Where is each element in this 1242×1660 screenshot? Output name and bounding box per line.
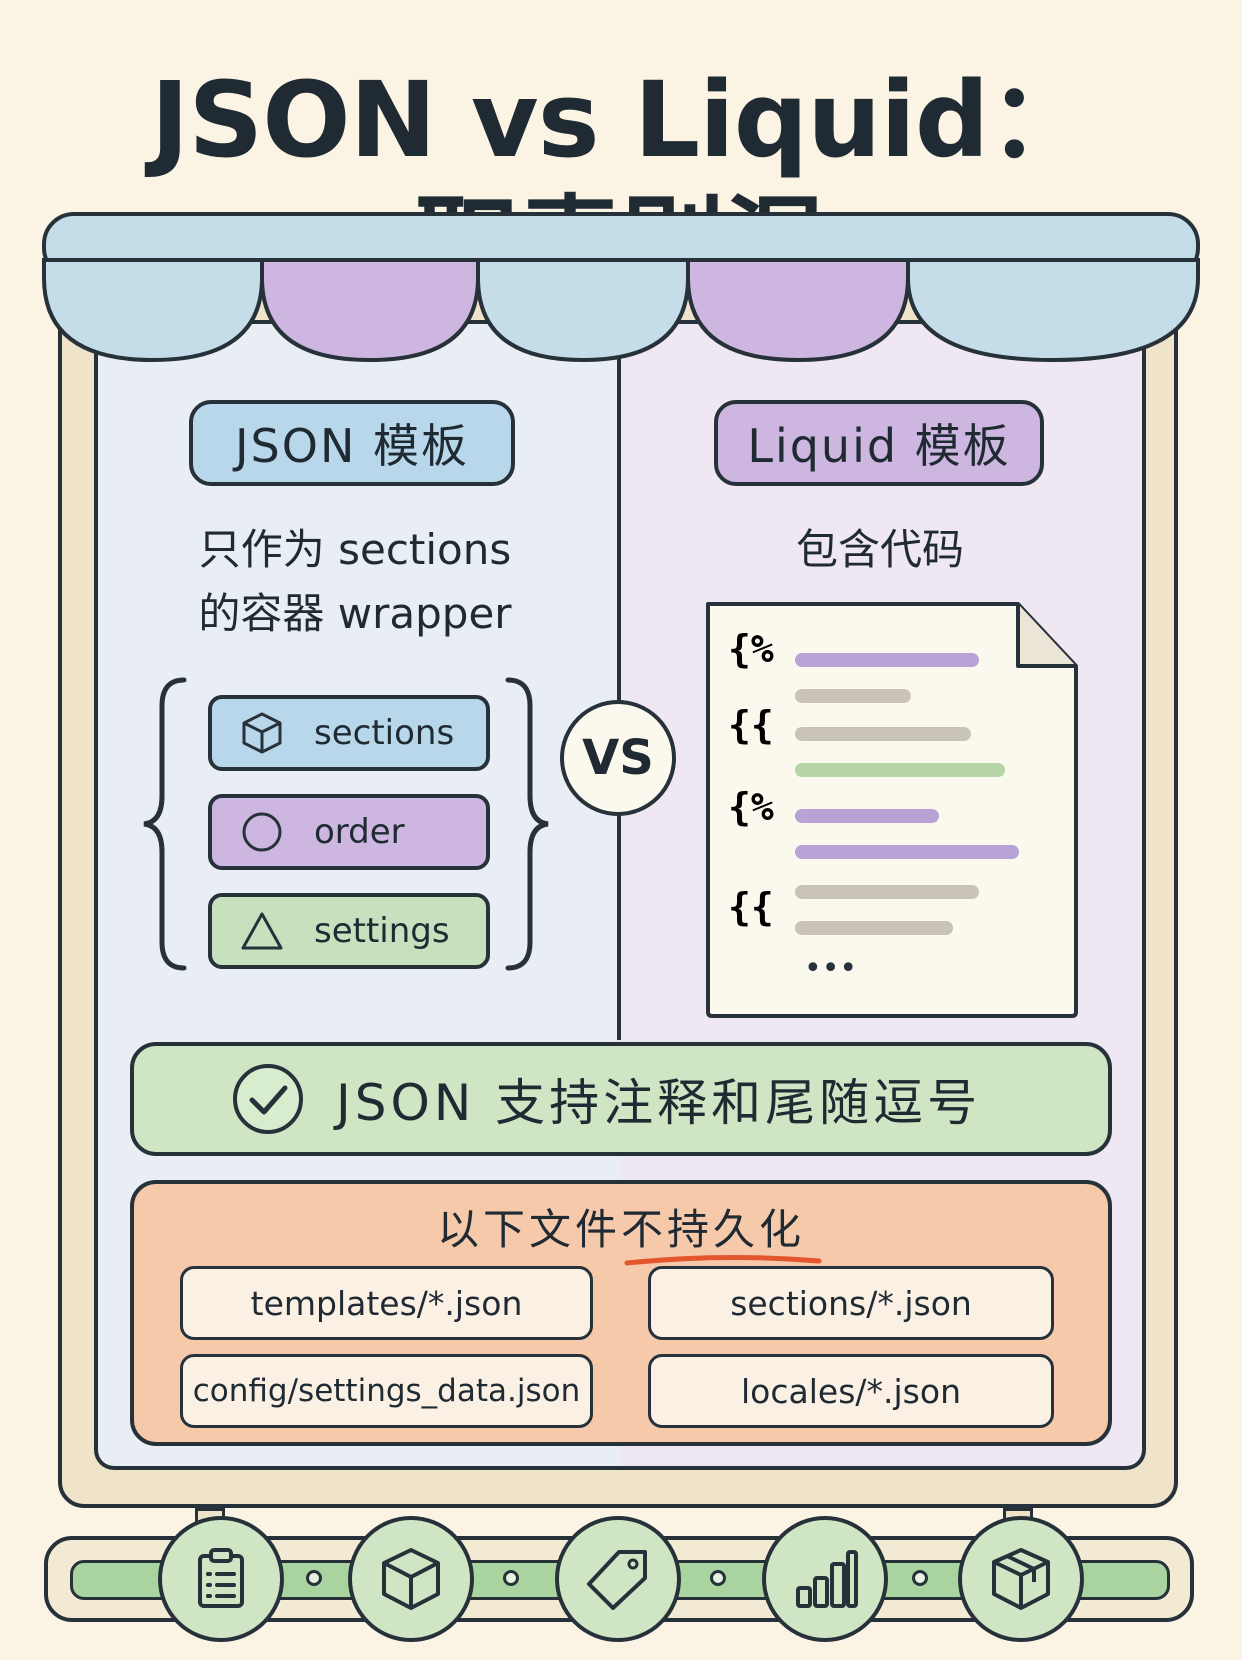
circle-icon — [242, 812, 282, 852]
left-brace — [143, 677, 187, 971]
rail-badge-tag — [555, 1516, 681, 1642]
code-document: {% {{ {% {{ ••• — [706, 602, 1078, 1018]
rail-badge-chart — [762, 1516, 888, 1642]
code-symbol-tag: {% — [728, 627, 774, 671]
rail-dot — [710, 1570, 726, 1586]
code-ellipsis: ••• — [804, 951, 857, 986]
json-item-settings: settings — [208, 893, 490, 969]
file-chip: sections/*.json — [648, 1266, 1054, 1340]
code-symbol-tag: {% — [728, 785, 774, 829]
json-item-order: order — [208, 794, 490, 870]
rail-badge-box — [958, 1516, 1084, 1642]
code-symbol-output: {{ — [728, 885, 774, 929]
code-symbol-output: {{ — [728, 703, 774, 747]
title-main: JSON vs Liquid： — [150, 59, 1093, 181]
code-lines — [795, 653, 1019, 935]
box-icon — [992, 1548, 1050, 1610]
rail-badge-clipboard — [158, 1516, 284, 1642]
cube-icon — [242, 712, 282, 754]
bar-chart-icon — [796, 1550, 858, 1608]
awning — [42, 212, 1200, 363]
persist-underline — [624, 1254, 822, 1266]
center-divider — [617, 320, 621, 1040]
rail-badge-cube — [348, 1516, 474, 1642]
liquid-template-heading: Liquid 模板 — [714, 400, 1044, 486]
check-circle-icon — [233, 1064, 303, 1134]
rail-dot — [503, 1570, 519, 1586]
json-note-banner: JSON 支持注释和尾随逗号 — [130, 1042, 1112, 1156]
cube-icon — [382, 1548, 440, 1610]
json-item-sections: sections — [208, 695, 490, 771]
rail-dot — [306, 1570, 322, 1586]
clipboard-icon — [198, 1548, 244, 1608]
right-brace — [505, 677, 549, 971]
triangle-icon — [241, 912, 283, 950]
file-chip: config/settings_data.json — [180, 1354, 593, 1428]
file-chip: templates/*.json — [180, 1266, 593, 1340]
json-template-heading: JSON 模板 — [189, 400, 515, 486]
json-note-text: JSON 支持注释和尾随逗号 — [336, 1074, 982, 1132]
rail-dot — [912, 1570, 928, 1586]
non-persistent-files-title: 以下文件不持久化 — [130, 1196, 1112, 1266]
file-chip: locales/*.json — [648, 1354, 1054, 1428]
json-template-description: 只作为 sections 的容器 wrapper — [198, 525, 512, 638]
liquid-template-description: 包含代码 — [795, 525, 964, 574]
tag-icon — [587, 1550, 647, 1610]
vs-badge: VS — [560, 700, 676, 816]
